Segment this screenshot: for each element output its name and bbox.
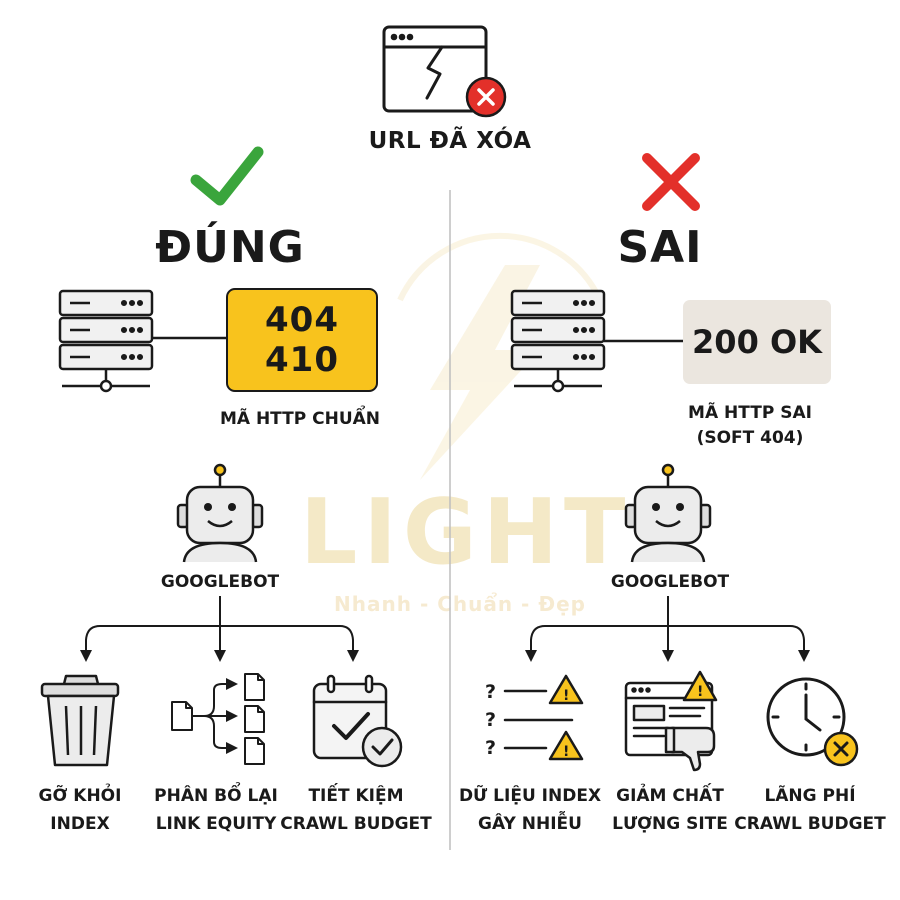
outcome-label: CRAWL BUDGET: [734, 814, 886, 834]
status-code-410: 410: [265, 340, 339, 380]
correct-title: ĐÚNG: [155, 222, 305, 273]
outcome-label: GÂY NHIỄU: [478, 814, 582, 834]
robot-icon: [624, 463, 712, 563]
svg-text:!: !: [563, 744, 569, 760]
check-mark-icon: [190, 146, 264, 206]
wrong-bot-label: GOOGLEBOT: [610, 572, 730, 592]
correct-bot-label: GOOGLEBOT: [160, 572, 280, 592]
error-x-badge-icon: [465, 76, 507, 118]
svg-text:!: !: [563, 688, 569, 704]
status-code-200: 200 OK: [692, 323, 822, 361]
outcome-label: PHÂN BỔ LẠI: [154, 786, 278, 806]
svg-text:?: ?: [485, 681, 496, 703]
server-icon: [510, 289, 606, 393]
calendar-check-icon: [312, 674, 403, 768]
page-title: URL ĐÃ XÓA: [368, 128, 532, 154]
watermark-slogan: Nhanh - Chuẩn - Đẹp: [334, 592, 586, 616]
broken-page-icon: [382, 25, 488, 113]
server-icon: [58, 289, 154, 393]
outcome-label: GIẢM CHẤT: [616, 786, 724, 806]
branch-arrows: [80, 596, 359, 662]
clock-cancel-icon: [766, 677, 859, 767]
status-code-404: 404: [265, 300, 339, 340]
outcome-label: INDEX: [50, 814, 110, 834]
outcome-label: CRAWL BUDGET: [280, 814, 432, 834]
watermark-brand: LIGHT: [300, 480, 632, 585]
svg-text:?: ?: [485, 709, 496, 731]
robot-icon: [176, 463, 264, 563]
cross-mark-icon: [642, 153, 700, 211]
trash-icon: [40, 674, 120, 767]
documents-branch-icon: [171, 673, 265, 765]
wrong-status-box: 200 OK: [683, 300, 831, 384]
question-list-warning-icon: ? ? ? ! !: [485, 674, 584, 761]
wrong-status-sublabel: (SOFT 404): [696, 428, 804, 448]
svg-text:!: !: [697, 684, 703, 700]
outcome-label: LƯỢNG SITE: [612, 814, 728, 834]
correct-status-label: MÃ HTTP CHUẨN: [219, 409, 381, 429]
outcome-label: LÃNG PHÍ: [764, 786, 856, 806]
svg-text:?: ?: [485, 737, 496, 759]
outcome-label: GỠ KHỎI: [38, 786, 122, 806]
outcome-label: TIẾT KIỆM: [308, 786, 404, 806]
correct-status-box: 404 410: [226, 288, 378, 392]
outcome-label: LINK EQUITY: [155, 814, 277, 834]
branch-arrows: [525, 596, 810, 662]
page-thumbs-down-icon: !: [624, 670, 718, 772]
wrong-status-label: MÃ HTTP SAI: [688, 403, 812, 423]
wrong-title: SAI: [617, 222, 703, 273]
outcome-label: DỮ LIỆU INDEX: [458, 786, 602, 806]
